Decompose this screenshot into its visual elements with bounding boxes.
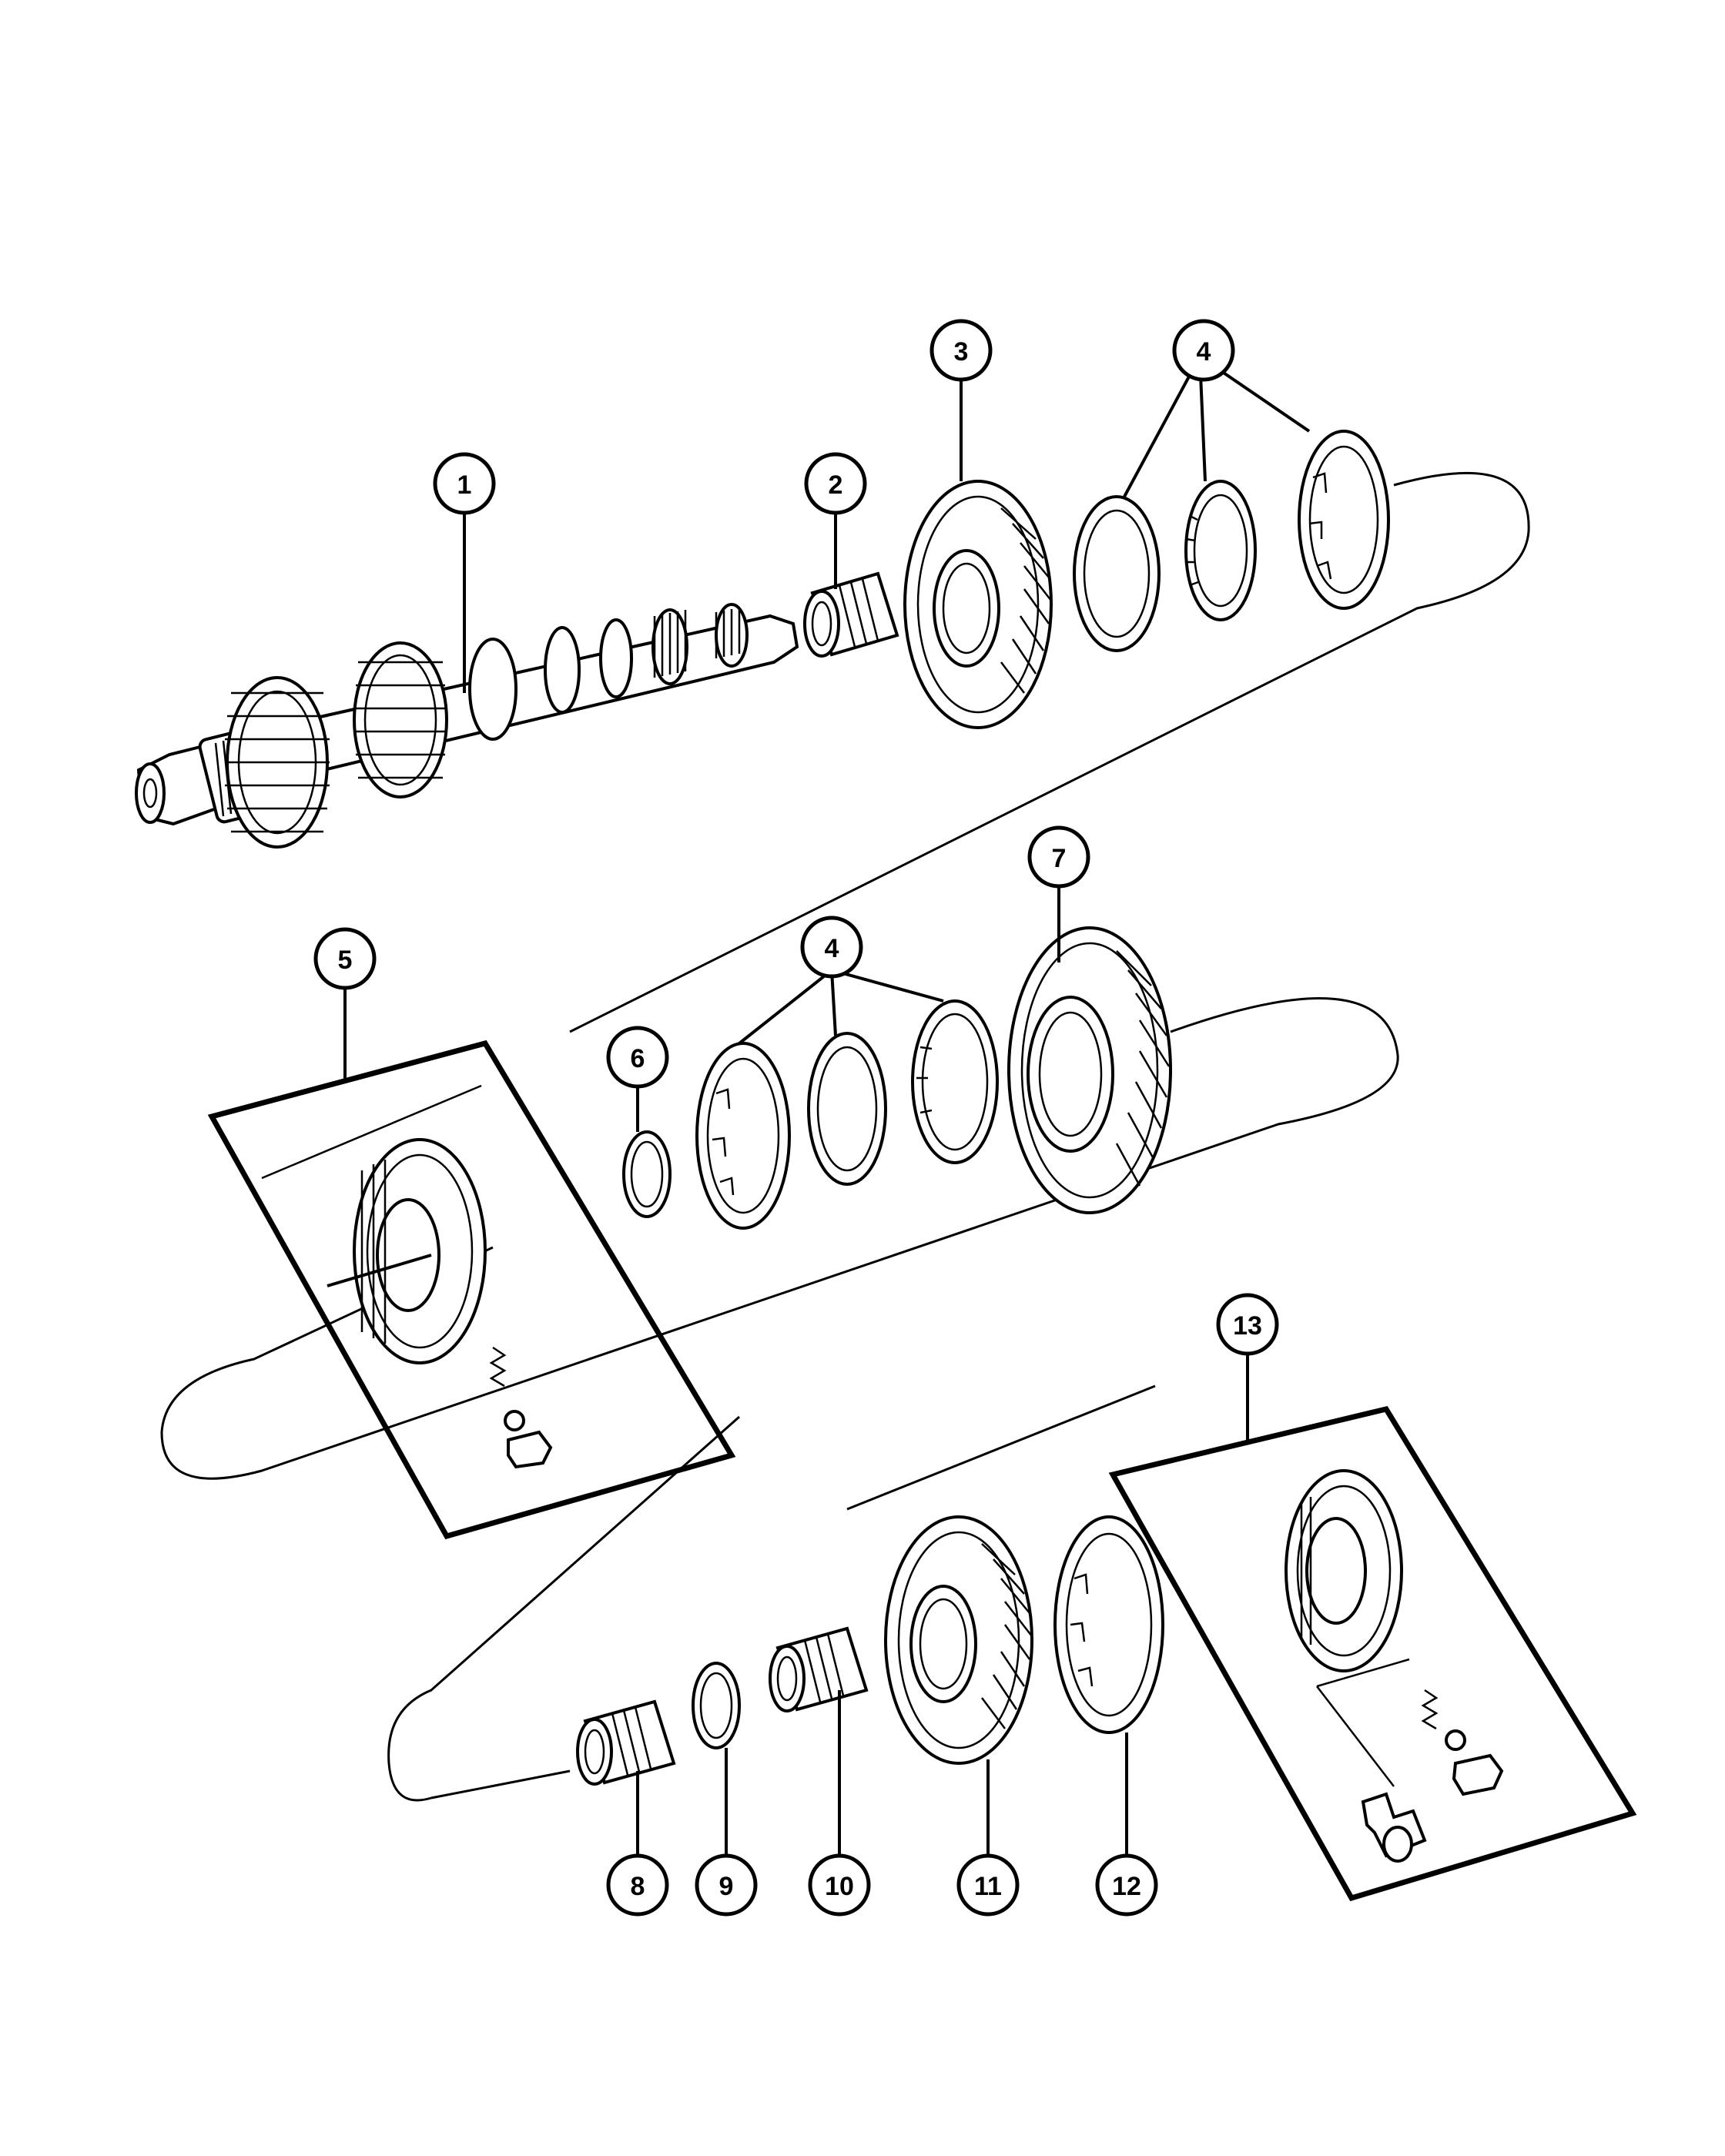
synchro-ring-mid-1 [695,1042,791,1230]
callout-6: 6 [606,1026,669,1089]
needle-bearing-8 [576,1699,676,1786]
thrust-washer-9 [692,1662,741,1749]
strut-key-5 [507,1430,553,1469]
callout-1-label: 1 [457,470,472,500]
detent-spring-5 [489,1346,507,1388]
detent-ball-13 [1445,1729,1466,1751]
callout-7-label: 7 [1052,844,1067,873]
leader-lines [343,355,1311,1856]
callout-12: 12 [1095,1853,1158,1917]
callout-4-top-label: 4 [1197,337,1211,367]
callout-4-middle-label: 4 [825,934,839,963]
callout-8-label: 8 [631,1872,645,1901]
callout-8: 8 [606,1853,669,1917]
needle-bearing-10 [769,1626,869,1712]
callout-2: 2 [804,452,867,515]
detent-ball-5 [504,1410,525,1431]
callout-10-label: 10 [825,1872,854,1901]
synchro-ring-12 [1053,1515,1164,1734]
shaft-journals [468,603,749,741]
synchro-ring-set-middle [695,999,999,1230]
callout-3-label: 3 [954,337,969,367]
callout-9-label: 9 [719,1872,734,1901]
callouts: 1 2 3 4 5 4 6 7 [313,319,1279,1917]
helical-gear-7 [1007,926,1172,1214]
callout-3: 3 [929,319,993,382]
synchro-ring-top-1 [1073,495,1161,652]
callout-4-top: 4 [1172,319,1235,382]
helical-gear-11 [884,1515,1033,1765]
callout-12-label: 12 [1112,1872,1141,1901]
shaft-gear-large [225,676,330,849]
helical-gear-3 [903,480,1053,729]
callout-1: 1 [433,452,496,515]
detent-spring-13 [1421,1689,1439,1730]
callout-13-label: 13 [1233,1311,1262,1341]
callout-10: 10 [808,1853,871,1917]
assembly-axis-lines [160,471,1530,1802]
strut-pin-13 [1361,1792,1427,1863]
mainshaft [135,603,799,849]
synchro-ring-top-3 [1298,430,1390,610]
callout-7: 7 [1027,825,1090,889]
callout-11: 11 [956,1853,1020,1917]
callout-4-middle: 4 [800,916,863,979]
synchro-ring-top-2 [1184,480,1257,621]
synchro-ring-mid-3 [911,999,999,1164]
shaft-gear-second [353,641,448,798]
callout-6-label: 6 [631,1044,645,1073]
strut-key-13 [1452,1753,1504,1796]
synchro-ring-mid-2 [807,1032,887,1186]
callout-13: 13 [1216,1293,1279,1356]
callout-9: 9 [695,1853,758,1917]
synchronizer-assembly-13 [1108,1406,1637,1902]
synchro-ring-set-top [1073,430,1390,652]
callout-11-label: 11 [974,1872,1002,1901]
callout-5: 5 [313,927,377,990]
needle-bearing-2 [803,571,899,658]
callout-2-label: 2 [829,470,843,500]
synchronizer-assembly-5 [207,1040,736,1540]
callout-5-label: 5 [338,946,353,975]
snap-ring-6 [622,1130,672,1218]
